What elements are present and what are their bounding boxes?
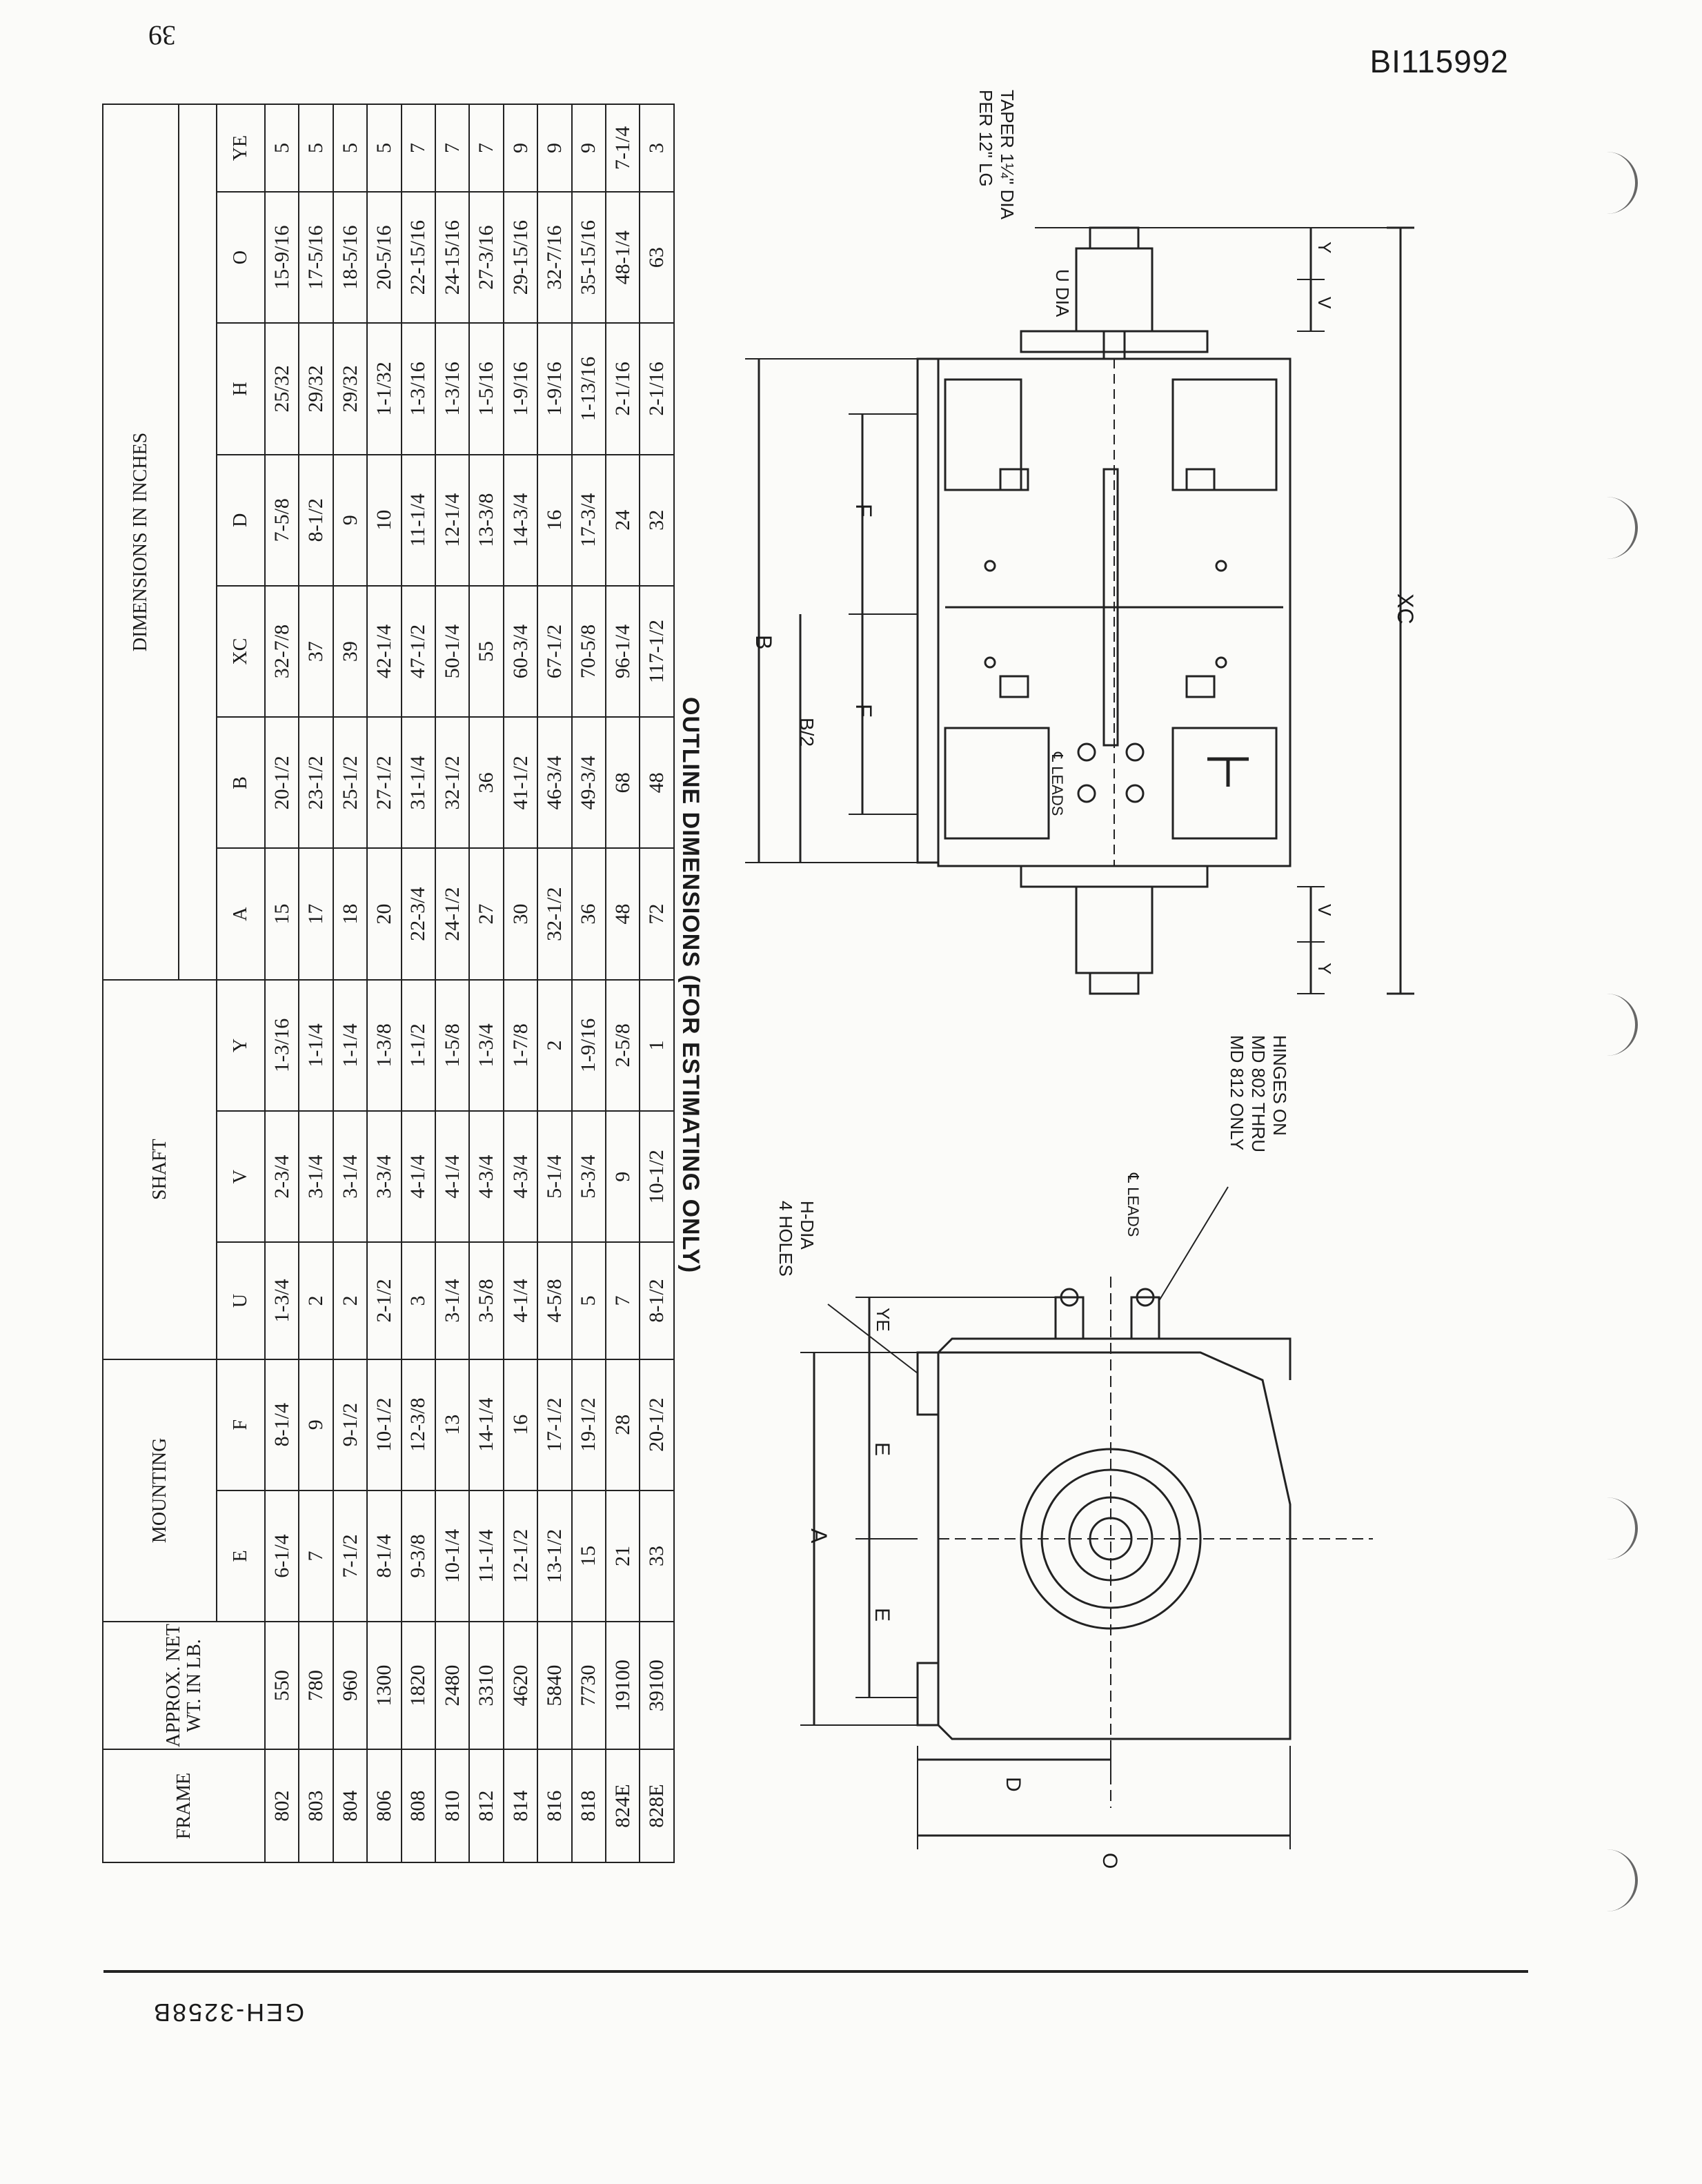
taper-label: TAPER 1¼" DIA PER 12" LG	[976, 90, 1018, 219]
e-label-2: E	[871, 1608, 893, 1622]
binder-hole-mark	[1594, 1849, 1638, 1911]
e-label-1: E	[871, 1442, 893, 1457]
binder-hole-mark	[1594, 1497, 1638, 1560]
end-view	[800, 1186, 1373, 1849]
v-label-bottom: V	[1314, 904, 1335, 916]
v-label-top: V	[1314, 297, 1335, 309]
b-label: B	[751, 635, 776, 650]
u-dia-label: U DIA	[1052, 269, 1073, 317]
binder-hole-mark	[1594, 152, 1638, 214]
d-label: D	[1002, 1777, 1025, 1792]
ye-label: YE	[873, 1308, 893, 1332]
f-label-2: F	[851, 704, 876, 718]
b-half-label: B/2	[796, 718, 818, 747]
xc-label: XC	[1393, 593, 1418, 624]
f-label-1: F	[851, 504, 876, 518]
o-label: O	[1098, 1853, 1121, 1869]
a-label: A	[807, 1528, 831, 1544]
h-dia-label: H-DIA 4 HOLES	[775, 1201, 818, 1277]
footer-rule	[103, 1970, 1528, 1973]
hinges-label: HINGES ON MD 802 THRU MD 812 ONLY	[1227, 1035, 1290, 1153]
leads-label-side: ℄ LEADS	[1049, 752, 1066, 816]
y-label-top: Y	[1314, 242, 1335, 254]
side-elevation-view	[745, 226, 1414, 995]
document-id: BI115992	[1369, 43, 1509, 79]
leads-label-end: ℄ LEADS	[1125, 1173, 1142, 1237]
y-label-bottom: Y	[1314, 963, 1335, 975]
binder-hole-mark	[1594, 994, 1638, 1056]
binder-hole-mark	[1594, 497, 1638, 559]
